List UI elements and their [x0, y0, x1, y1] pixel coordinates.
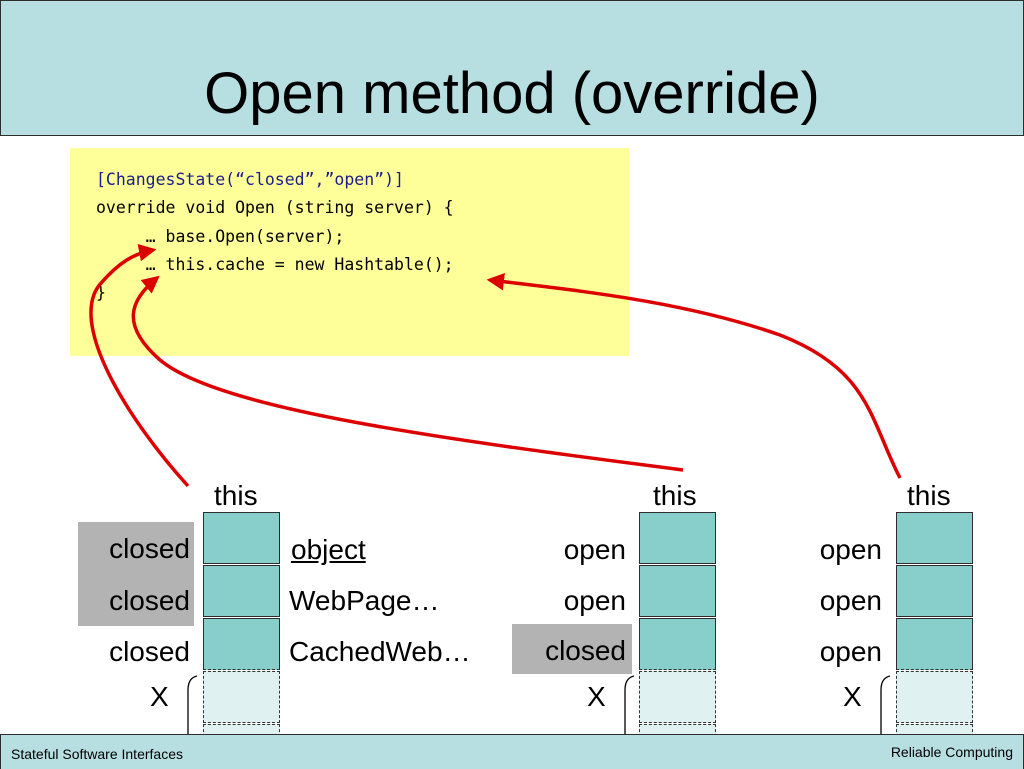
stack2-row1-state: open [563, 534, 626, 565]
stack3-cell2 [896, 565, 973, 617]
arrow-stack3-to-hashtable-icon [486, 273, 902, 479]
stack3-cell3 [896, 618, 973, 670]
stack2-cell3 [639, 618, 716, 670]
stack3-row1-state: open [819, 534, 882, 565]
stack1-cell1 [203, 512, 280, 564]
stack1-cell2 [203, 565, 280, 617]
arrow-stack1-to-base-call-icon [89, 244, 190, 488]
stack1-row1-state: closed [78, 522, 194, 576]
code-line-signature: override void Open (string server) { [96, 198, 454, 217]
title-bar [0, 0, 1024, 136]
stack1-this-label: this [214, 480, 258, 511]
footer-right: Reliable Computing [890, 744, 1013, 760]
stack1-x-label: X [150, 681, 169, 712]
stack2-row3-state: closed [512, 624, 632, 674]
stack3-this-label: this [907, 480, 951, 511]
stack1-row3-state: closed [109, 636, 190, 667]
stack1-cell3 [203, 618, 280, 670]
stack1-row3-class: CachedWeb… [289, 636, 471, 667]
footer-left: Stateful Software Interfaces [11, 746, 183, 762]
stack2-cell1 [639, 512, 716, 564]
stack1-row1-class: object [291, 534, 366, 565]
stack3-cell1 [896, 512, 973, 564]
stack3-row2-state: open [819, 585, 882, 616]
footer-bar [0, 734, 1024, 769]
stack1-row2-state: closed [78, 576, 194, 626]
stack3-empty-cell1 [896, 671, 973, 723]
stack2-empty-cell1 [639, 671, 716, 723]
code-box [70, 148, 629, 356]
stack2-cell2 [639, 565, 716, 617]
code-line-close-brace: } [96, 283, 106, 302]
arrow-stack2-to-cache-assign-icon [131, 275, 684, 472]
slide-title: Open method (override) [204, 61, 820, 126]
stack1-row2-class: WebPage… [289, 585, 440, 616]
code-line-base-call: … base.Open(server); [96, 227, 345, 246]
code-line-attribute: [ChangesState(“closed”,”open”)] [96, 170, 404, 189]
stack3-x-label: X [843, 681, 862, 712]
code-line-cache-assign: … this.cache = new Hashtable(); [96, 255, 454, 274]
stack3-row3-state: open [819, 636, 882, 667]
stack1-empty-cell1 [203, 671, 280, 723]
stack2-x-label: X [587, 681, 606, 712]
stack2-this-label: this [653, 480, 697, 511]
stack2-row2-state: open [563, 585, 626, 616]
